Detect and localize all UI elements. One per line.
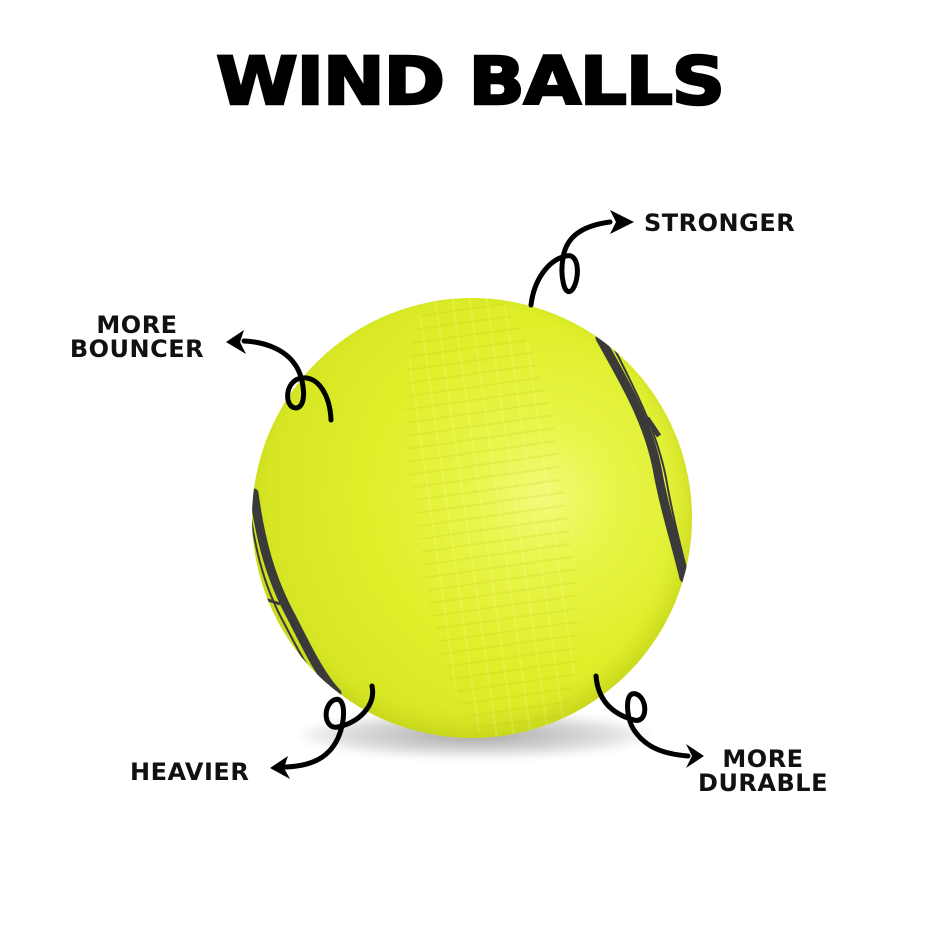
arrow-stronger-icon xyxy=(528,210,634,308)
page-title: WIND BALLS xyxy=(215,42,727,121)
feature-label-stronger: STRONGER xyxy=(644,209,796,237)
feature-label-more-durable: MORE DURABLE xyxy=(698,745,828,797)
feature-label-heavier: HEAVIER xyxy=(130,758,250,786)
wind-ball-image xyxy=(252,298,692,738)
ball-print-graphic xyxy=(252,333,691,698)
feature-label-more-bouncer: MORE BOUNCER xyxy=(69,311,205,363)
